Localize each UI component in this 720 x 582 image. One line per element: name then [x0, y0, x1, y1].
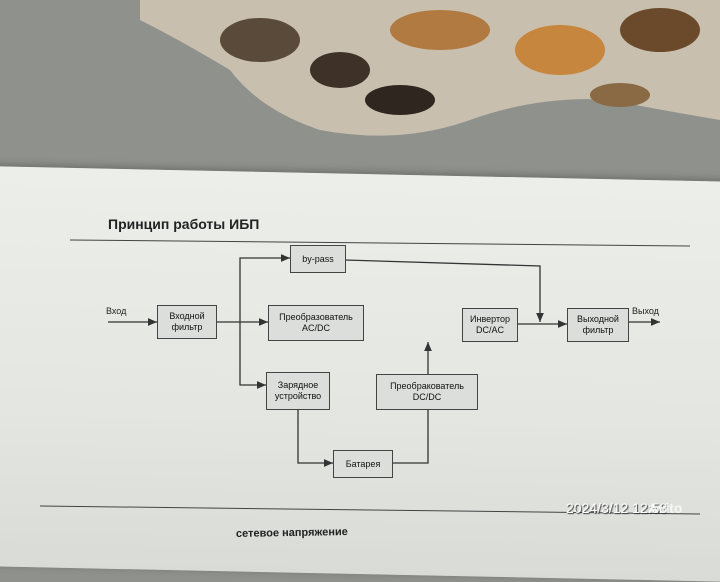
- inverter-block: Инвертор DC/AC: [462, 308, 518, 342]
- fabric-background: [140, 0, 720, 136]
- battery-block: Батарея: [333, 450, 393, 478]
- rectifier-block: Преобразователь AC/DC: [268, 305, 364, 341]
- input-filter-block: Входной фильтр: [157, 305, 217, 339]
- charger-block: Зарядное устройство: [266, 372, 330, 410]
- dcdc-converter-block: Преобракователь DC/DC: [376, 374, 478, 410]
- output-filter-block: Выходной фильтр: [567, 308, 629, 342]
- photo-timestamp: 2024/3/12 12:58: [566, 500, 668, 516]
- bypass-block: by-pass: [290, 245, 346, 273]
- document-title: Принцип работы ИБП: [108, 216, 260, 232]
- partial-heading: сетевое напряжение: [235, 526, 348, 540]
- output-label: Выход: [632, 306, 659, 316]
- ups-block-diagram: [39, 239, 701, 515]
- watermark-logo: Avito: [648, 500, 683, 516]
- input-label: Вход: [106, 306, 127, 316]
